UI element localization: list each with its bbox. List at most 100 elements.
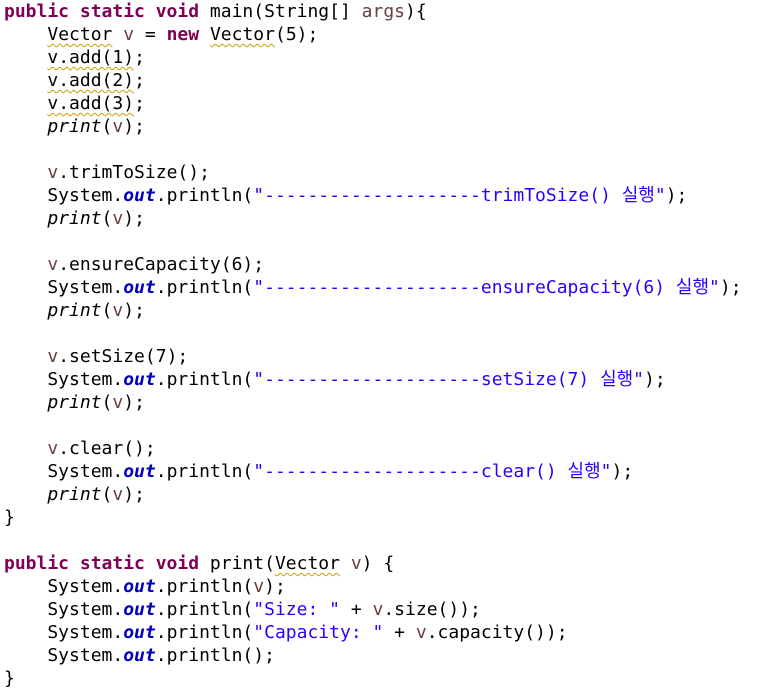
code-token: v [253, 576, 265, 597]
code-token: ); [644, 369, 666, 390]
code-token [4, 116, 47, 137]
code-token: ; [134, 47, 145, 68]
code-token: public static void [4, 1, 200, 22]
code-line[interactable]: v.add(1); [4, 46, 145, 69]
code-token [4, 93, 47, 114]
code-token: ; [134, 70, 145, 91]
code-token [4, 392, 47, 413]
code-line[interactable]: } [4, 506, 15, 529]
code-token [4, 24, 47, 45]
code-token: ); [123, 208, 145, 229]
code-token: "--------------------trimToSize() 실행" [253, 185, 666, 206]
code-token: = [134, 24, 167, 45]
code-token: "--------------------ensureCapacity(6) 실… [253, 277, 720, 298]
code-token [112, 24, 123, 45]
code-token [340, 553, 351, 574]
code-token [4, 70, 47, 91]
code-token: .println( [155, 277, 254, 298]
code-token: out [123, 645, 156, 666]
code-token [4, 47, 47, 68]
code-token: print [47, 208, 102, 229]
code-token: v [47, 162, 59, 183]
code-token: "--------------------clear() 실행" [253, 461, 612, 482]
code-token: ( [101, 208, 113, 229]
code-token: } [4, 668, 15, 689]
code-token: .ensureCapacity(6); [58, 254, 265, 275]
code-line[interactable]: System.out.println("Capacity: " + v.capa… [4, 621, 568, 644]
code-line[interactable]: v.ensureCapacity(6); [4, 253, 264, 276]
code-line[interactable]: v.trimToSize(); [4, 161, 210, 184]
code-line[interactable]: System.out.println(); [4, 644, 275, 667]
code-token: .println( [155, 599, 254, 620]
code-token: System. [4, 599, 124, 620]
code-line[interactable]: } [4, 667, 15, 690]
code-token: v [112, 484, 124, 505]
code-token: .setSize(7); [58, 346, 189, 367]
code-token: .println( [155, 461, 254, 482]
code-token: v [112, 392, 124, 413]
code-token: v [112, 116, 124, 137]
code-token: ( [101, 116, 113, 137]
code-token [199, 24, 210, 45]
code-token: out [123, 599, 156, 620]
code-token: v [350, 553, 362, 574]
code-line[interactable]: System.out.println("--------------------… [4, 276, 742, 299]
code-token: "Size: " [253, 599, 340, 620]
code-token: .clear(); [58, 438, 156, 459]
code-token: v [415, 622, 427, 643]
code-token: print( [199, 553, 275, 574]
code-token: ); [719, 277, 742, 298]
code-token: (5); [274, 24, 319, 45]
code-line[interactable]: System.out.println(v); [4, 575, 285, 598]
code-token: ) { [361, 553, 395, 574]
code-token [4, 484, 47, 505]
code-line[interactable]: print(v); [4, 115, 145, 138]
code-token: v [47, 438, 59, 459]
code-token: } [4, 507, 15, 528]
code-line[interactable]: v.setSize(7); [4, 345, 188, 368]
code-line[interactable]: Vector v = new Vector(5); [4, 23, 318, 46]
code-token: ); [123, 300, 145, 321]
code-token: .println( [155, 185, 254, 206]
code-token: print [47, 116, 102, 137]
code-token: System. [4, 622, 124, 643]
code-line[interactable]: v.add(2); [4, 69, 145, 92]
code-token: print [47, 484, 102, 505]
code-token: ( [101, 392, 113, 413]
code-token: ); [665, 185, 688, 206]
code-token [4, 300, 47, 321]
code-line[interactable]: print(v); [4, 299, 145, 322]
code-token: v [372, 599, 384, 620]
code-token: v.add(3) [47, 93, 135, 114]
code-token: print [47, 392, 102, 413]
code-token: v.add(2) [47, 70, 135, 91]
code-token: args [361, 1, 405, 22]
code-line[interactable]: print(v); [4, 207, 145, 230]
code-token: ); [123, 484, 145, 505]
code-line[interactable]: v.add(3); [4, 92, 145, 115]
code-token: .trimToSize(); [58, 162, 210, 183]
code-token: v [47, 346, 59, 367]
code-token: ( [101, 484, 113, 505]
code-token: ); [611, 461, 634, 482]
code-token [4, 208, 47, 229]
code-line[interactable]: print(v); [4, 483, 145, 506]
code-token: ( [101, 300, 113, 321]
code-token: System. [4, 185, 124, 206]
code-line[interactable]: public static void print(Vector v) { [4, 552, 394, 575]
code-line[interactable]: v.clear(); [4, 437, 156, 460]
code-token: "Capacity: " [253, 622, 384, 643]
code-line[interactable]: print(v); [4, 391, 145, 414]
code-line[interactable]: System.out.println("--------------------… [4, 460, 633, 483]
code-token [4, 162, 47, 183]
code-line[interactable]: System.out.println("--------------------… [4, 368, 666, 391]
code-token: Vector [274, 553, 340, 574]
code-line[interactable]: System.out.println("Size: " + v.size()); [4, 598, 481, 621]
code-token: System. [4, 277, 124, 298]
code-line[interactable]: public static void main(String[] args){ [4, 0, 427, 23]
code-token: .capacity()); [426, 622, 568, 643]
code-line[interactable]: System.out.println("--------------------… [4, 184, 687, 207]
code-token: out [123, 576, 156, 597]
code-token: v [47, 254, 59, 275]
